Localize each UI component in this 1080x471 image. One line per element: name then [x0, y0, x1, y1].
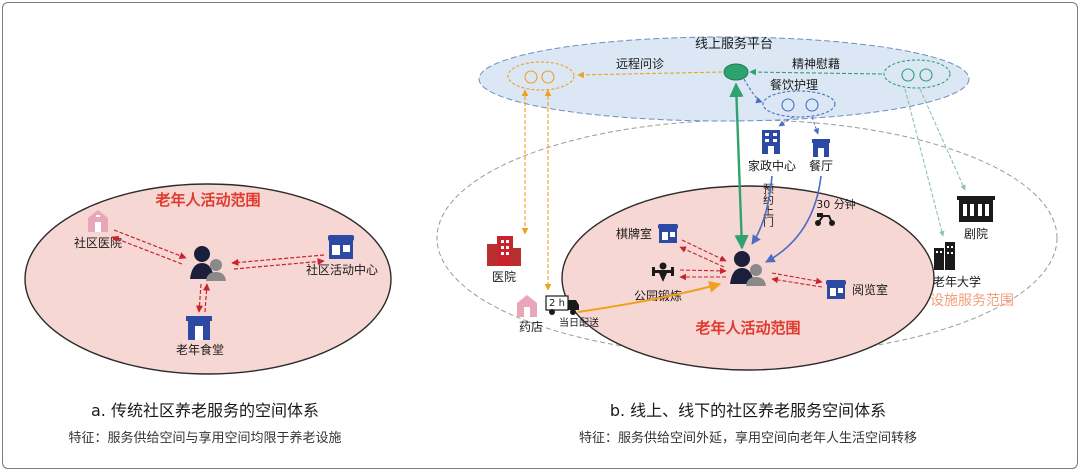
scooter-icon	[815, 213, 835, 226]
online-platform-ellipse	[478, 36, 970, 122]
left-canteen-label: 老年食堂	[176, 342, 224, 357]
housekeeping-label: 家政中心	[748, 158, 796, 173]
arrow-person-to-hospital	[111, 235, 183, 265]
arrow-meal-to-housekeeping	[778, 116, 794, 127]
arrow-center-to-person	[231, 254, 325, 267]
arrow-hub-to-remote	[577, 71, 723, 79]
right-caption-title: b. 线上、线下的社区养老服务空间体系	[610, 401, 886, 420]
senior-university-icon	[934, 242, 955, 270]
arrow-pharmacy-to-person	[577, 280, 722, 313]
restaurant-label: 餐厅	[809, 158, 833, 173]
chess-room-icon	[658, 224, 678, 243]
arrow-person-to-canteen	[195, 283, 204, 313]
right-caption-sub: 特征：服务供给空间外延，享用空间向老年人生活空间转移	[579, 430, 917, 446]
arrow-housekeeping-to-person	[751, 175, 773, 245]
arrow-spiritual-to-university	[904, 88, 945, 237]
right-elderly-person-icon	[730, 251, 766, 286]
two-hours-label: 2 h	[549, 298, 565, 309]
arrow-person-to-reading	[771, 272, 823, 285]
exercise-icon	[652, 262, 674, 282]
left-caption-sub: 特征：服务供给空间与享用空间均限于养老设施	[68, 430, 341, 446]
community-center-icon	[328, 235, 354, 259]
spiritual-node	[883, 59, 951, 89]
right-activity-title: 老年人活动范围	[694, 319, 800, 337]
park-exercise-label: 公园锻炼	[634, 288, 682, 303]
facility-range-label: 设施服务范围	[930, 292, 1014, 309]
arrow-person-to-center	[233, 257, 325, 270]
restaurant-icon	[812, 139, 830, 157]
left-center-label: 社区活动中心	[306, 262, 378, 277]
theater-label: 剧院	[964, 227, 988, 241]
spiritual-comfort-label: 精神慰藉	[792, 57, 840, 71]
chess-room-label: 棋牌室	[616, 226, 652, 241]
arrow-person-to-hub	[729, 82, 749, 250]
hospital-icon	[487, 236, 521, 266]
arrow-canteen-to-person	[202, 283, 211, 313]
arrow-restaurant-to-person	[765, 175, 822, 263]
reading-room-label: 阅览室	[852, 282, 888, 297]
canteen-icon	[186, 316, 212, 340]
same-day-label: 当日配送	[559, 316, 599, 329]
arrow-person-to-chess	[679, 246, 725, 268]
arrow-spiritual-to-hub	[749, 68, 883, 76]
meal-care-node	[762, 90, 836, 118]
arrow-hospital-to-person	[113, 229, 187, 260]
arrow-reading-to-person	[771, 276, 823, 288]
platform-hub-icon	[723, 63, 749, 81]
pharmacy-icon	[517, 295, 537, 317]
right-diagram: 线上服务平台 老年人活动范围 远程问诊 精神慰藉 餐饮护理	[436, 36, 1058, 446]
housekeeping-icon	[762, 130, 780, 154]
left-diagram: 老年人活动范围 社区医院 社区活动中心 老年食堂	[24, 183, 392, 446]
remote-node	[507, 61, 575, 91]
left-arrows	[111, 229, 325, 313]
thirty-min-label: 30 分钟	[816, 197, 856, 211]
elderly-person-icon	[190, 246, 226, 281]
hospital-label: 医院	[492, 270, 516, 284]
pharmacy-label: 药店	[519, 320, 543, 334]
online-platform-label: 线上服务平台	[695, 36, 773, 52]
reading-room-icon	[826, 280, 846, 299]
community-hospital-icon	[88, 210, 108, 232]
left-activity-title: 老年人活动范围	[154, 191, 260, 209]
arrow-exercise-to-person	[679, 267, 727, 275]
left-caption-title: a. 传统社区养老服务的空间体系	[91, 401, 319, 420]
remote-diagnosis-label: 远程问诊	[616, 56, 664, 71]
arrow-spiritual-to-theater	[919, 88, 966, 191]
theater-icon	[957, 196, 995, 222]
left-hospital-label: 社区医院	[74, 235, 122, 250]
arrow-chess-to-person	[681, 239, 727, 262]
arrow-meal-to-restaurant	[811, 116, 820, 135]
meal-care-label: 餐饮护理	[770, 77, 818, 92]
senior-university-label: 老年大学	[933, 274, 981, 289]
delivery-truck-icon	[545, 295, 579, 315]
